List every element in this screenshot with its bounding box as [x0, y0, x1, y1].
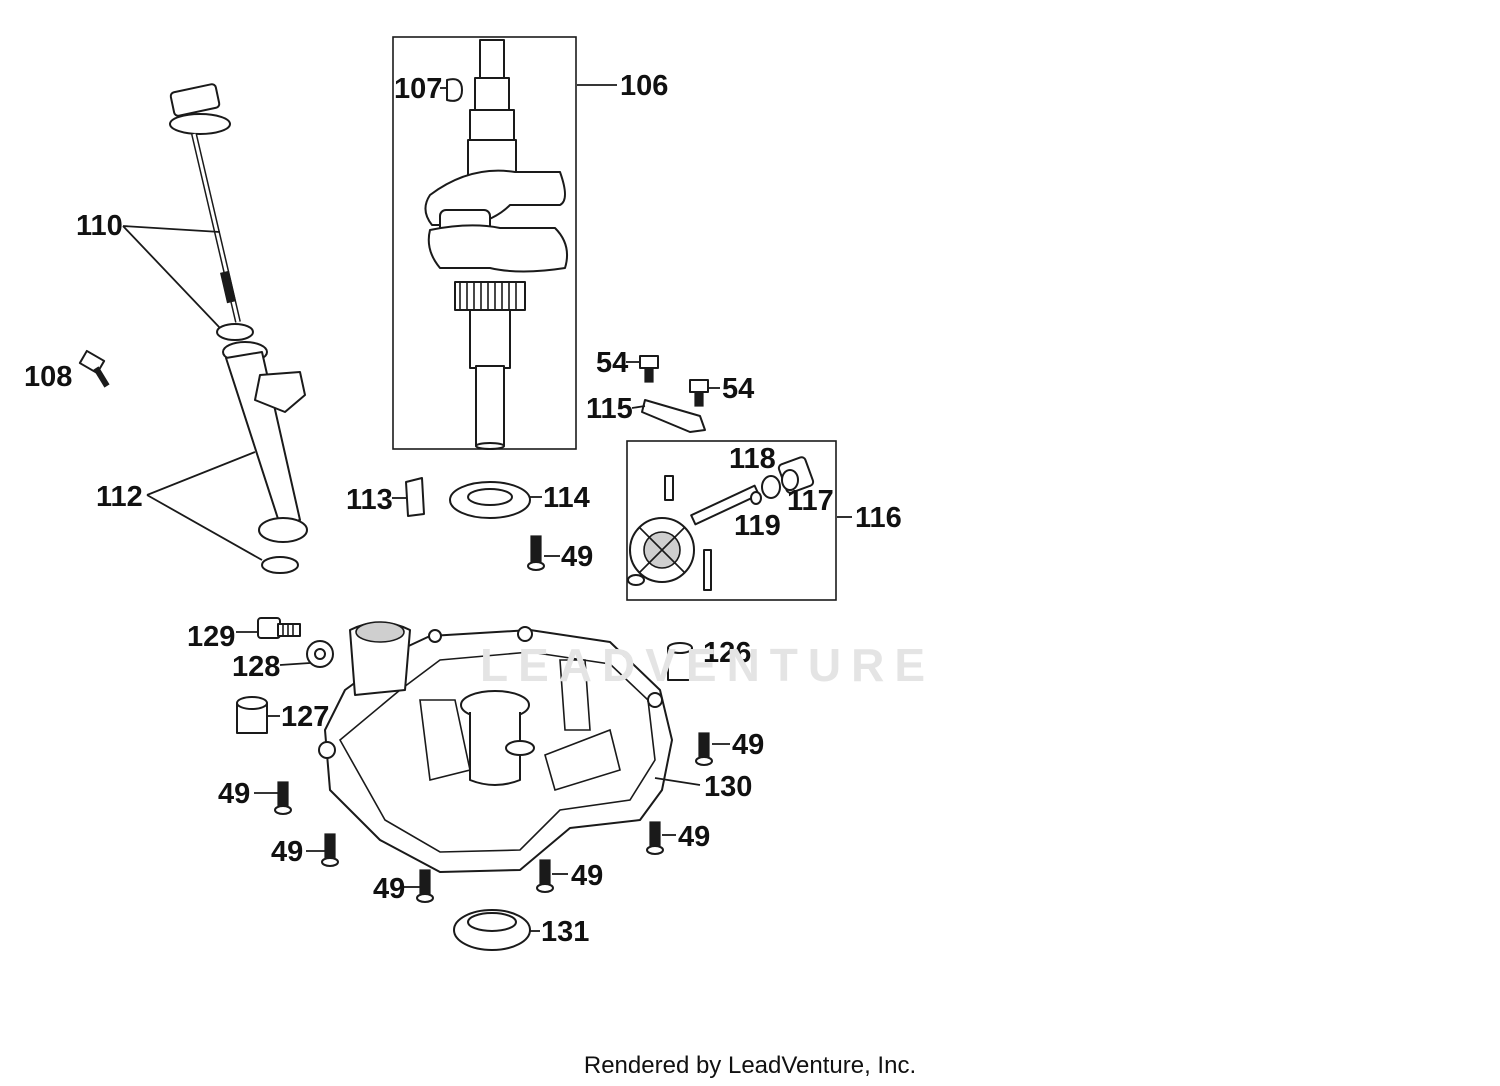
callout-113: 113: [346, 484, 393, 516]
callout-49-e: 49: [373, 873, 405, 905]
callout-114: 114: [543, 482, 590, 514]
callout-119: 119: [734, 510, 781, 542]
callout-128: 128: [232, 651, 280, 683]
footer-credit: Rendered by LeadVenture, Inc.: [583, 1052, 917, 1079]
sleeve-117: [777, 456, 815, 494]
bolt-129: [257, 617, 301, 639]
callout-106: 106: [620, 70, 668, 102]
callout-126: 126: [703, 637, 751, 669]
callout-49-g: 49: [678, 821, 710, 853]
bolt-49-c: [274, 781, 292, 815]
bolt-49-d: [321, 833, 339, 867]
bolt-54-a: [639, 355, 659, 383]
sleeve-126: [667, 642, 693, 681]
crankcase-cover: [318, 621, 673, 873]
tube-oring: [261, 556, 299, 574]
key-113: [405, 477, 425, 517]
callout-107: 107: [394, 73, 442, 105]
governor-gear: [627, 475, 760, 591]
callout-49-b: 49: [732, 729, 764, 761]
bolt-49-g: [646, 821, 664, 855]
woodruff-key: [446, 78, 463, 102]
washer-118: [761, 475, 781, 499]
dipstick-oring: [216, 323, 254, 341]
callout-108: 108: [24, 361, 72, 393]
ring-119: [750, 491, 762, 505]
callout-54-b: 54: [722, 373, 754, 405]
washer-114: [449, 481, 531, 519]
sleeve-127: [236, 696, 268, 734]
washer-128: [306, 640, 334, 668]
callout-54-a: 54: [596, 347, 628, 379]
crankshaft: [392, 36, 577, 450]
callout-129: 129: [187, 621, 235, 653]
dipstick-tube: [222, 341, 308, 543]
oil-seal-131: [453, 909, 531, 951]
callout-49-f: 49: [571, 860, 603, 892]
bolt-49-b: [695, 732, 713, 766]
callout-110: 110: [76, 210, 123, 242]
callout-131: 131: [541, 916, 589, 948]
bolt-49-f: [536, 859, 554, 893]
callout-127: 127: [281, 701, 329, 733]
governor-group-box: [626, 440, 837, 601]
callout-112: 112: [96, 481, 143, 513]
bolt-54-b: [689, 379, 709, 407]
callout-130: 130: [704, 771, 752, 803]
bolt-108: [78, 349, 110, 388]
callout-49-a: 49: [561, 541, 593, 573]
callout-49-d: 49: [271, 836, 303, 868]
dipstick: [169, 83, 241, 323]
strap-115: [641, 399, 706, 433]
callout-118: 118: [729, 443, 776, 475]
callout-116: 116: [855, 502, 902, 534]
bolt-49-a: [527, 535, 545, 571]
bolt-49-e: [416, 869, 434, 903]
callout-115: 115: [586, 393, 633, 425]
callout-117: 117: [787, 485, 834, 517]
callout-49-c: 49: [218, 778, 250, 810]
